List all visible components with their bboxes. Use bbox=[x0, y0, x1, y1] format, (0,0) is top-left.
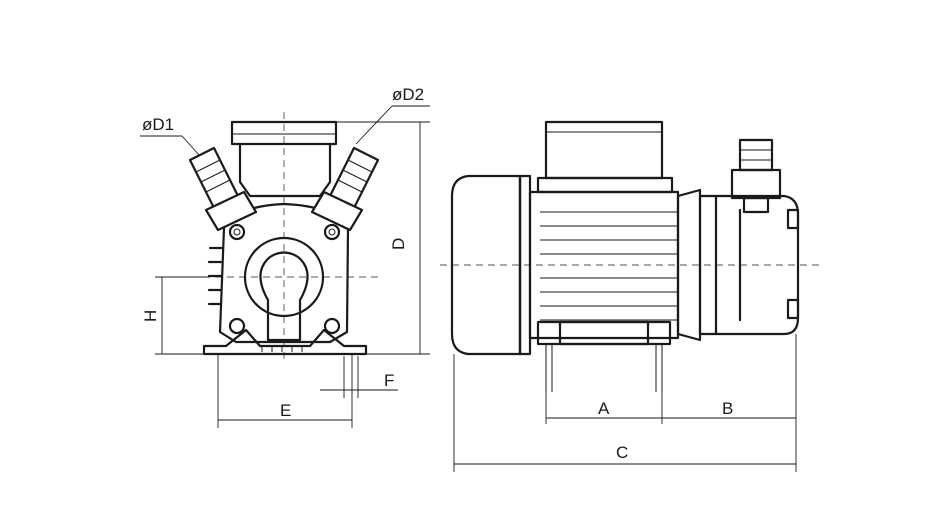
label-h: H bbox=[141, 310, 160, 322]
label-d2: øD2 bbox=[392, 85, 424, 104]
label-b: B bbox=[722, 399, 733, 418]
right-nozzle bbox=[310, 146, 380, 232]
front-view bbox=[140, 105, 430, 428]
motor-fins bbox=[540, 211, 678, 321]
label-f: F bbox=[384, 371, 394, 390]
label-d: D bbox=[389, 238, 408, 250]
left-nozzle bbox=[188, 146, 258, 232]
side-view bbox=[440, 120, 820, 472]
label-c: C bbox=[616, 443, 628, 462]
cooling-fins bbox=[207, 246, 224, 306]
label-a: A bbox=[598, 399, 610, 418]
label-e: E bbox=[280, 401, 291, 420]
label-d1: øD1 bbox=[142, 115, 174, 134]
